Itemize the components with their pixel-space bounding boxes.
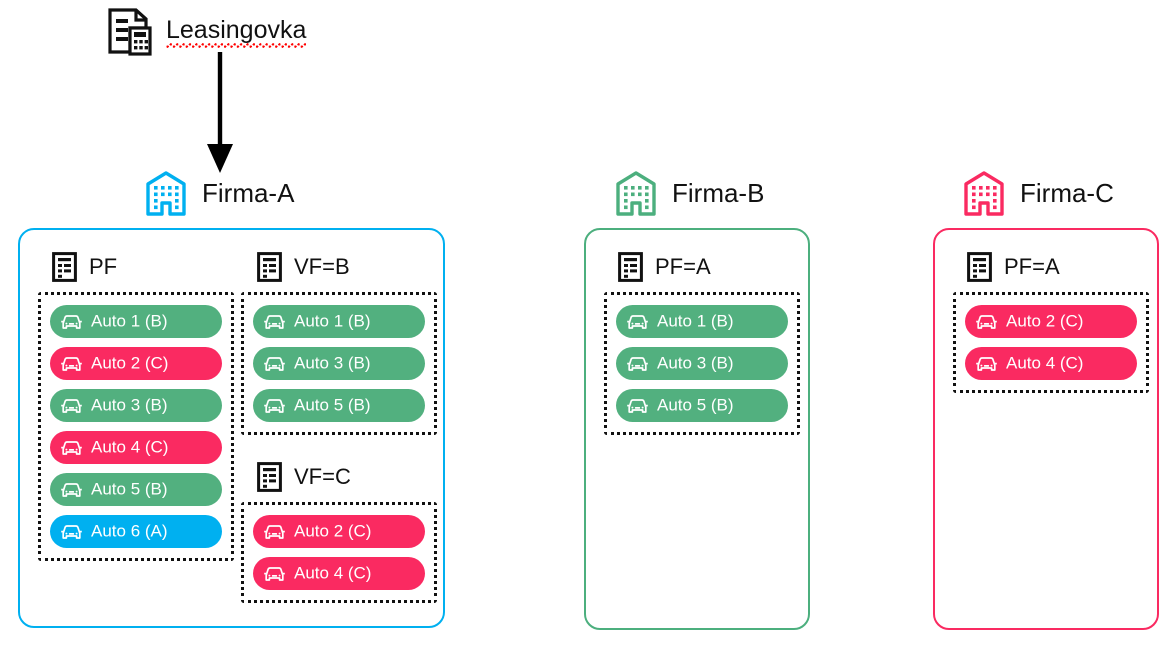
down-arrow-icon [196, 52, 244, 174]
firm-header-a: Firma-A [144, 170, 294, 216]
car-icon [60, 522, 83, 542]
group-head-vf-b: VF=B [257, 252, 350, 282]
car-icon [60, 354, 83, 374]
group-box-vf-b: Auto 1 (B) Auto 3 (B) Auto 5 (B) [241, 292, 437, 435]
group-box-vf-c: Auto 2 (C) Auto 4 (C) [241, 502, 437, 603]
car-icon [60, 480, 83, 500]
car-icon [60, 312, 83, 332]
car-label: Auto 2 (C) [294, 521, 372, 541]
car-pill[interactable]: Auto 4 (C) [50, 431, 222, 464]
car-pill[interactable]: Auto 6 (A) [50, 515, 222, 548]
group-head-pf-a-c: PF=A [967, 252, 1060, 282]
firm-name-a: Firma-A [202, 178, 295, 208]
group-title-pf-a-b: PF=A [655, 254, 711, 279]
car-icon [60, 438, 83, 458]
car-pill[interactable]: Auto 5 (B) [616, 389, 788, 422]
car-pill[interactable]: Auto 2 (C) [50, 347, 222, 380]
car-label: Auto 1 (B) [657, 311, 734, 331]
car-icon [263, 354, 286, 374]
document-calculator-icon [108, 8, 152, 56]
car-icon [263, 312, 286, 332]
car-pill[interactable]: Auto 2 (C) [253, 515, 425, 548]
group-head-vf-c: VF=C [257, 462, 351, 492]
firm-card-c[interactable]: PF=A Auto 2 (C) Auto 4 (C) [933, 228, 1159, 630]
car-pill[interactable]: Auto 1 (B) [616, 305, 788, 338]
car-label: Auto 5 (B) [294, 395, 371, 415]
building-icon [614, 170, 658, 216]
car-label: Auto 4 (C) [1006, 353, 1084, 373]
car-label: Auto 3 (B) [657, 353, 734, 373]
car-icon [975, 312, 998, 332]
group-title-pf: PF [89, 254, 118, 279]
car-pill[interactable]: Auto 3 (B) [50, 389, 222, 422]
car-pill[interactable]: Auto 4 (C) [253, 557, 425, 590]
car-pill[interactable]: Auto 5 (B) [50, 473, 222, 506]
car-icon [263, 564, 286, 584]
car-icon [263, 522, 286, 542]
group-box-pf-a-c: Auto 2 (C) Auto 4 (C) [953, 292, 1149, 393]
building-icon [144, 170, 188, 216]
group-head-pf: PF [52, 252, 117, 282]
firm-card-a[interactable]: PF Auto 1 (B) Auto 2 (C) Auto 3 (B) Auto… [18, 228, 445, 628]
car-icon [975, 354, 998, 374]
report-icon [52, 252, 77, 282]
car-label: Auto 3 (B) [91, 395, 168, 415]
firm-name-c: Firma-C [1020, 178, 1114, 208]
car-icon [626, 354, 649, 374]
car-icon [626, 396, 649, 416]
car-pill[interactable]: Auto 3 (B) [616, 347, 788, 380]
car-pill[interactable]: Auto 1 (B) [50, 305, 222, 338]
firm-card-b[interactable]: PF=A Auto 1 (B) Auto 3 (B) Auto 5 (B) [584, 228, 810, 630]
source-label-text: Leasingovka [166, 15, 307, 44]
group-title-vf-c: VF=C [294, 464, 351, 489]
report-icon [967, 252, 992, 282]
car-pill[interactable]: Auto 4 (C) [965, 347, 1137, 380]
car-label: Auto 3 (B) [294, 353, 371, 373]
source-node: Leasingovka [108, 8, 307, 56]
car-icon [60, 396, 83, 416]
report-icon [618, 252, 643, 282]
group-box-pf: Auto 1 (B) Auto 2 (C) Auto 3 (B) Auto 4 … [38, 292, 234, 561]
spellcheck-underline [166, 42, 307, 48]
firm-name-b: Firma-B [672, 178, 765, 208]
firm-header-b: Firma-B [614, 170, 764, 216]
car-label: Auto 5 (B) [91, 479, 168, 499]
group-title-vf-b: VF=B [294, 254, 350, 279]
source-label: Leasingovka [166, 15, 307, 48]
car-icon [626, 312, 649, 332]
group-title-pf-a-c: PF=A [1004, 254, 1060, 279]
car-label: Auto 5 (B) [657, 395, 734, 415]
group-box-pf-a-b: Auto 1 (B) Auto 3 (B) Auto 5 (B) [604, 292, 800, 435]
car-label: Auto 6 (A) [91, 521, 168, 541]
car-label: Auto 4 (C) [91, 437, 169, 457]
car-label: Auto 1 (B) [91, 311, 168, 331]
group-head-pf-a-b: PF=A [618, 252, 711, 282]
report-icon [257, 252, 282, 282]
report-icon [257, 462, 282, 492]
firm-header-c: Firma-C [962, 170, 1114, 216]
car-label: Auto 2 (C) [1006, 311, 1084, 331]
car-icon [263, 396, 286, 416]
car-pill[interactable]: Auto 3 (B) [253, 347, 425, 380]
car-label: Auto 1 (B) [294, 311, 371, 331]
car-label: Auto 4 (C) [294, 563, 372, 583]
car-pill[interactable]: Auto 1 (B) [253, 305, 425, 338]
building-icon [962, 170, 1006, 216]
car-pill[interactable]: Auto 2 (C) [965, 305, 1137, 338]
car-pill[interactable]: Auto 5 (B) [253, 389, 425, 422]
car-label: Auto 2 (C) [91, 353, 169, 373]
